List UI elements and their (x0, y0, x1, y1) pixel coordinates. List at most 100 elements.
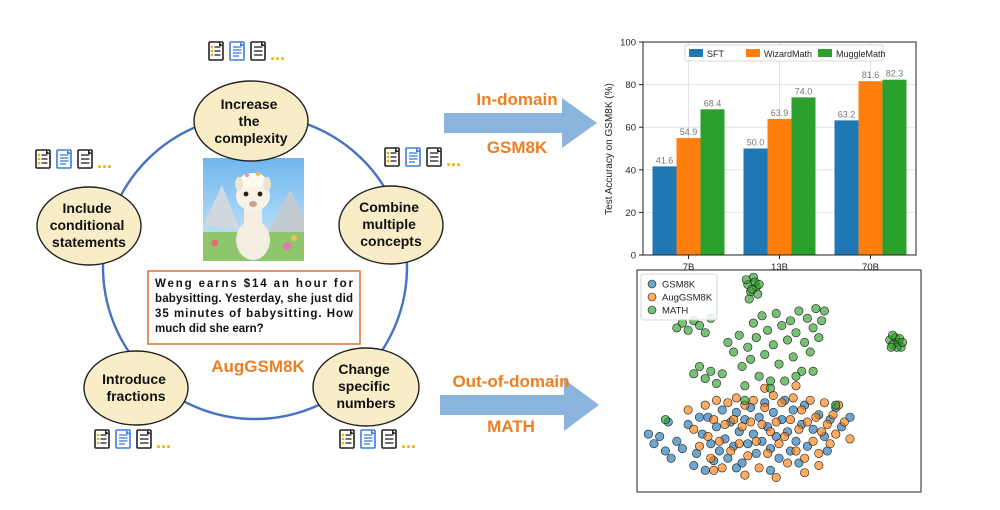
scatter-point-gsm8k (737, 458, 747, 468)
bar-marks (652, 79, 907, 256)
scatter-point-math (737, 361, 747, 371)
scatter-point-math (711, 378, 721, 388)
y-tick-label: 80 (625, 80, 636, 91)
scatter-point-auggsm8k (828, 410, 838, 420)
scatter-point-math (751, 333, 761, 343)
scatter-point-auggsm8k (737, 422, 747, 432)
bar-value-label: 74.0 (795, 86, 813, 96)
bar-y-axis-label: Test Accuracy on GSM8K (%) (604, 83, 615, 215)
scatter-point-math (683, 325, 693, 335)
scatter-point-auggsm8k (839, 417, 849, 427)
blue-doc-icon (360, 429, 376, 449)
scatter-point-math (817, 316, 827, 326)
scatter-point-math (744, 294, 754, 304)
x-tick-label: 7B (683, 262, 695, 273)
legend-box (640, 273, 718, 321)
blue-doc-icon (229, 41, 245, 61)
ellipsis-icon: ... (446, 150, 461, 170)
scatter-point-auggsm8k (800, 453, 810, 463)
out-domain-dataset: MATH (487, 417, 535, 436)
node-introduce-fractions: Introduce fractions (83, 350, 189, 426)
question-text: Weng earns $14 an hour for babysitting. … (155, 278, 358, 335)
scatter-point-auggsm8k (774, 439, 784, 449)
bar-wizardmath-7b (676, 138, 701, 255)
scatter-point-gsm8k (751, 448, 761, 458)
scatter-point-auggsm8k (743, 451, 753, 461)
blue-doc-icon (115, 429, 131, 449)
scatter-point-auggsm8k (808, 436, 818, 446)
node-include-conditional: Include conditional statements (36, 186, 142, 266)
bar-wizardmath-70b (858, 81, 883, 255)
scatter-point-auggsm8k (777, 398, 787, 408)
doc-icon (250, 41, 266, 61)
scatter-point-math (819, 306, 829, 316)
right-arrow-icon (444, 98, 597, 148)
y-tick-label: 60 (625, 123, 636, 134)
in-domain-label: In-domain (476, 90, 557, 109)
bar-value-label: 50.0 (747, 138, 765, 148)
scatter-point-auggsm8k (703, 431, 713, 441)
scatter-point-math (706, 366, 716, 376)
scatter-point-auggsm8k (771, 472, 781, 482)
scatter-point-auggsm8k (763, 448, 773, 458)
blue-doc-icon (405, 147, 421, 167)
scatter-point-math (765, 376, 775, 386)
scatter-point-math (746, 354, 756, 364)
node-increase-complexity: Increase the complexity (193, 80, 309, 162)
scatter-point-math (777, 320, 787, 330)
scatter-point-auggsm8k (754, 463, 764, 473)
scatter-point-auggsm8k (822, 419, 832, 429)
y-tick-label: 100 (620, 38, 636, 49)
node-label: Change specific numbers (336, 361, 395, 411)
scatter-point-math (740, 395, 750, 405)
scatter-point-gsm8k (672, 436, 682, 446)
scatter-point-math (740, 381, 750, 391)
scatter-point-auggsm8k (709, 415, 719, 425)
scatter-point-auggsm8k (814, 448, 824, 458)
scatter-point-gsm8k (743, 439, 753, 449)
scatter-point-math (760, 349, 770, 359)
in-domain-arrow: In-domain GSM8K (444, 90, 597, 157)
scatter-point-auggsm8k (819, 398, 829, 408)
scatter-point-math (805, 347, 815, 357)
scatter-point-gsm8k (788, 405, 798, 415)
scatter-point-gsm8k (683, 419, 693, 429)
scatter-point-math (700, 328, 710, 338)
out-domain-arrow: Out-of-domain MATH (440, 372, 599, 436)
bar-value-label: 41.6 (656, 155, 674, 165)
scatter-point-gsm8k (765, 465, 775, 475)
scatter-point-math (831, 400, 841, 410)
doc-icons-top: ... (208, 41, 285, 64)
legend-marker (647, 292, 657, 302)
scatter-point-math (886, 342, 896, 352)
checklist-doc-icon (384, 147, 400, 167)
bar-value-label: 81.6 (862, 70, 880, 80)
scatter-point-math (788, 352, 798, 362)
scatter-point-auggsm8k (748, 395, 758, 405)
scatter-point-auggsm8k (714, 436, 724, 446)
out-domain-label: Out-of-domain (452, 372, 569, 391)
doc-icon (381, 429, 397, 449)
augmentation-cycle: Weng earns $14 an hour for babysitting. … (35, 41, 461, 452)
scatter-point-math (771, 308, 781, 318)
scatter-point-auggsm8k (729, 415, 739, 425)
alpaca-illustration (203, 158, 304, 261)
scatter-point-math (660, 415, 670, 425)
legend-swatch (746, 49, 760, 57)
scatter-point-gsm8k (802, 441, 812, 451)
scatter-point-auggsm8k (825, 439, 835, 449)
scatter-point-math (741, 275, 751, 285)
scatter-point-gsm8k (660, 446, 670, 456)
scatter-point-math (757, 311, 767, 321)
node-label: Introduce fractions (102, 371, 170, 404)
scatter-point-auggsm8k (746, 417, 756, 427)
ellipsis-icon: ... (97, 152, 112, 172)
scatter-point-math (794, 306, 804, 316)
scatter-point-auggsm8k (706, 453, 716, 463)
scatter-point-gsm8k (731, 463, 741, 473)
checklist-doc-icon (339, 429, 355, 449)
